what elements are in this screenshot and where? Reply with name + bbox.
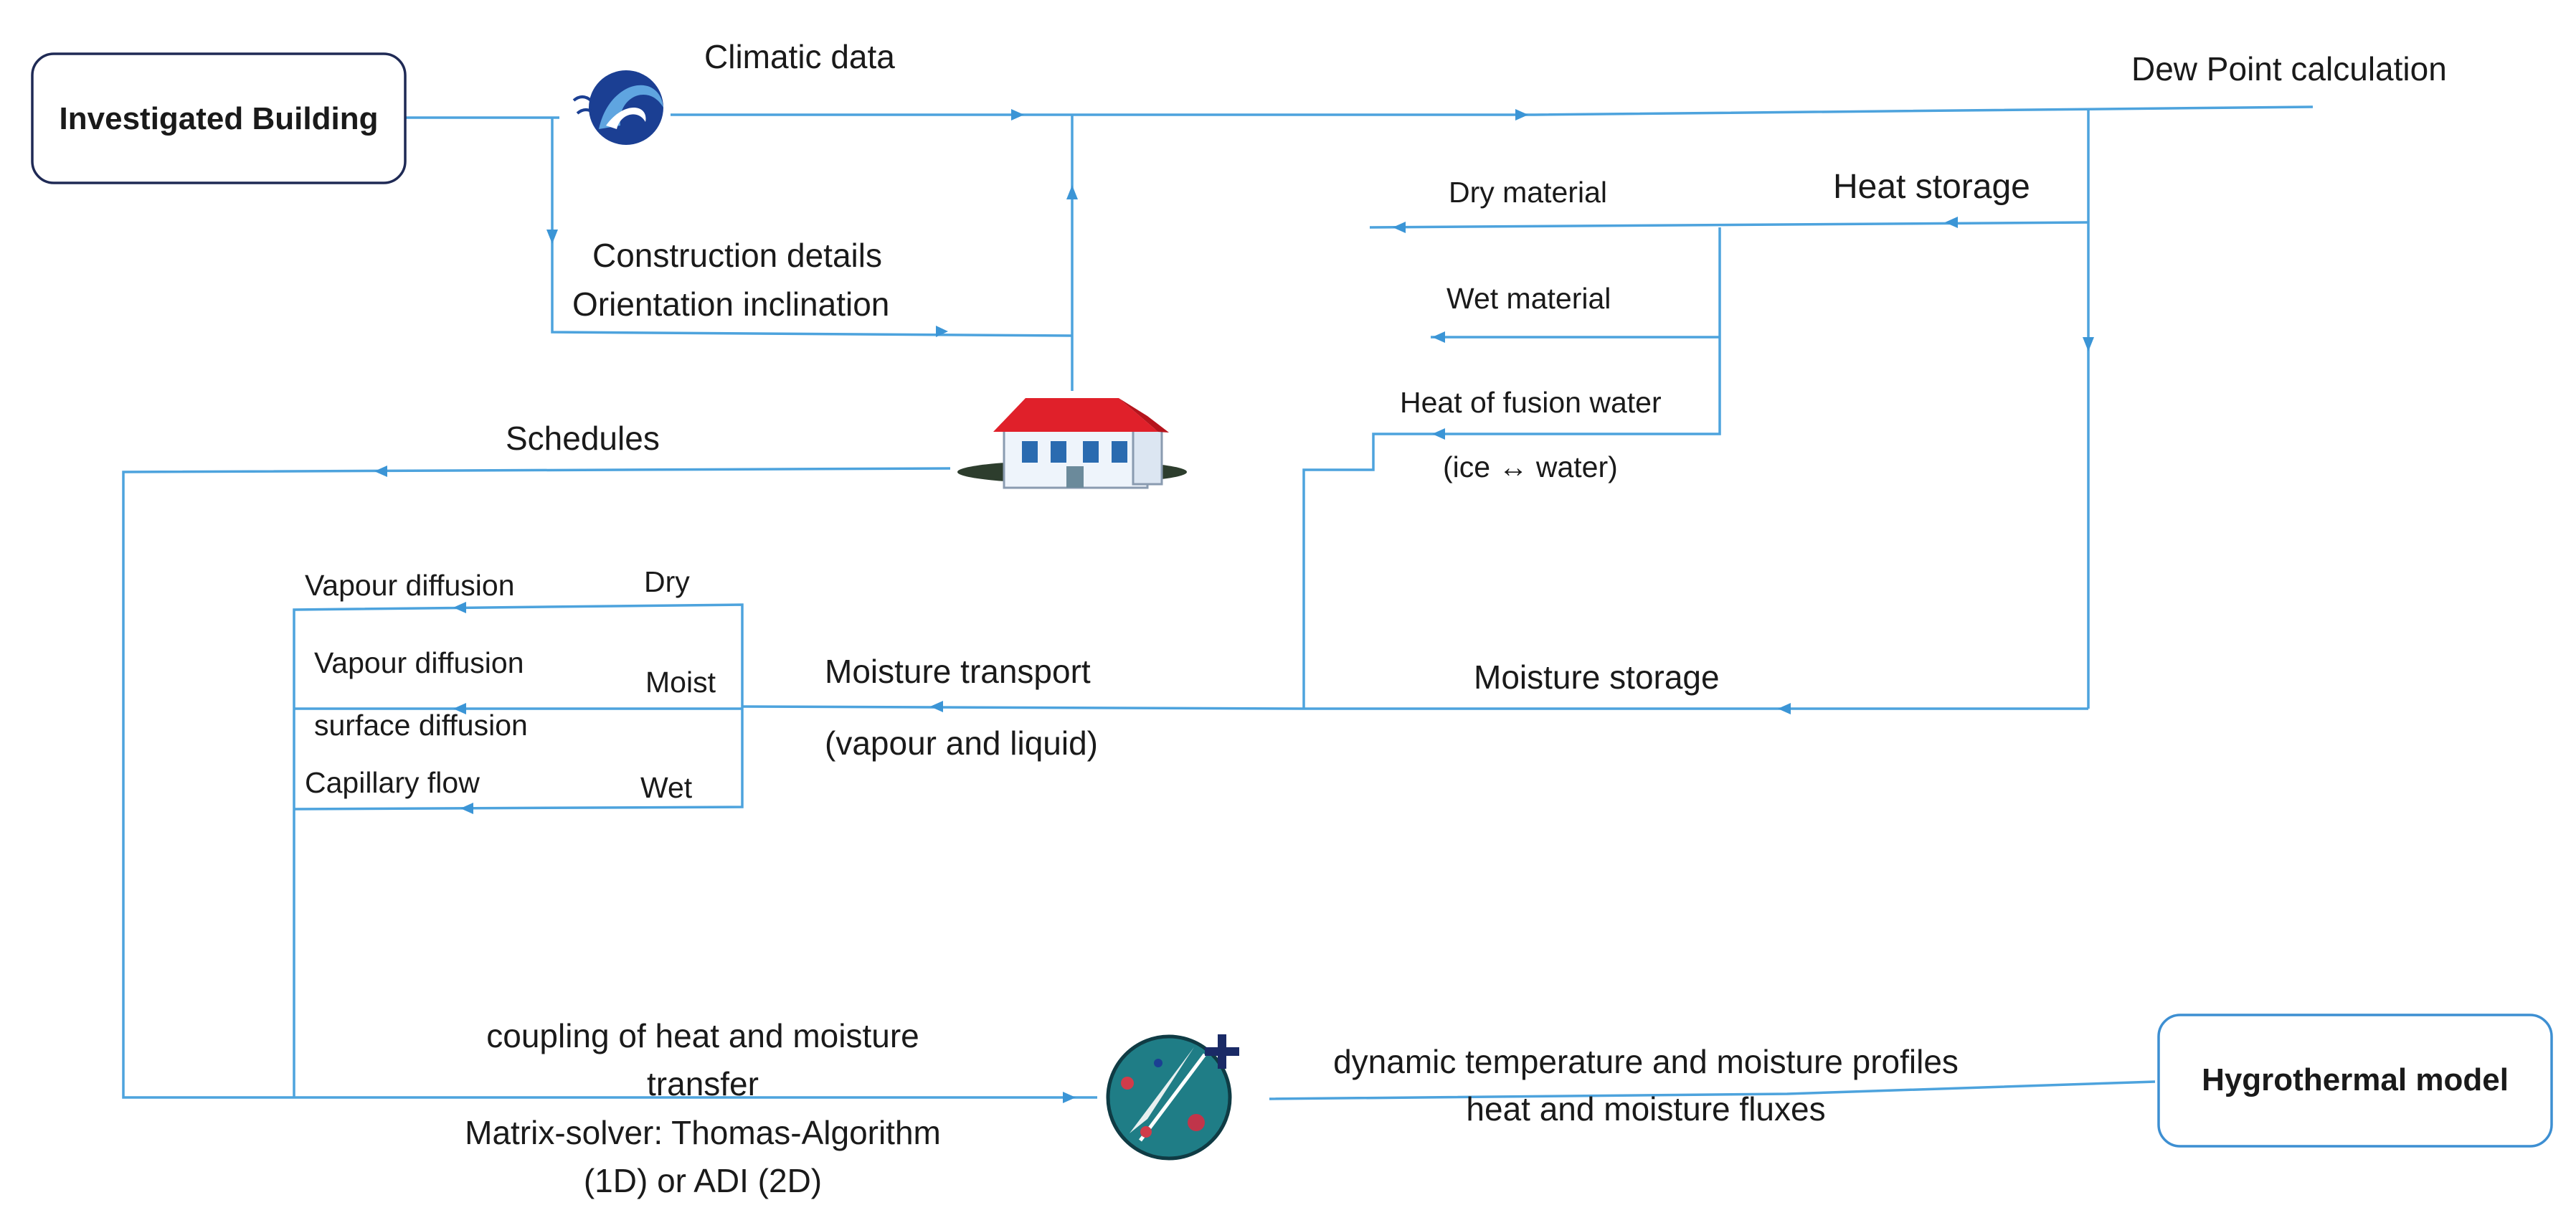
arrowhead <box>936 326 948 337</box>
label-adi: (1D) or ADI (2D) <box>584 1162 822 1199</box>
investigated-building-box: Investigated Building <box>31 52 407 184</box>
arrowhead <box>374 466 387 477</box>
label-dew-point: Dew Point calculation <box>2131 50 2447 88</box>
line-construction-branch <box>551 118 1073 337</box>
label-dry: Dry <box>644 565 690 598</box>
arrowhead <box>546 230 558 244</box>
label-dynamic-profiles: dynamic temperature and moisture profile… <box>1333 1043 1959 1080</box>
line-heat-storage <box>1369 221 2089 229</box>
arrowhead <box>1432 428 1445 440</box>
arrowhead <box>1945 217 1958 228</box>
label-wet: Wet <box>640 771 693 804</box>
arrowhead <box>453 602 466 613</box>
arrowhead <box>2083 337 2094 351</box>
label-matrix-solver: Matrix-solver: Thomas-Algorithm <box>465 1114 941 1151</box>
label-surface-diffusion: surface diffusion <box>314 709 528 742</box>
line-to-model <box>1269 1080 2156 1100</box>
arrowhead <box>1066 185 1078 199</box>
labels: Climatic data Dew Point calculation Cons… <box>305 38 2447 1199</box>
line-moisture <box>742 705 2088 710</box>
label-vapour-and-liquid: (vapour and liquid) <box>825 724 1098 762</box>
arrowhead <box>460 803 473 814</box>
arrowhead <box>1515 109 1528 121</box>
label-moist: Moist <box>645 666 716 699</box>
label-capillary-flow: Capillary flow <box>305 766 480 799</box>
line-schedules <box>122 467 1097 1099</box>
label-schedules: Schedules <box>506 420 660 457</box>
arrowhead <box>1432 331 1445 343</box>
label-fluxes: heat and moisture fluxes <box>1466 1090 1825 1128</box>
arrowhead <box>1063 1092 1076 1103</box>
house-icon <box>957 398 1187 489</box>
arrowheads <box>374 109 2094 1103</box>
label-coupling-line2: transfer <box>647 1065 759 1102</box>
arrowhead <box>930 701 943 712</box>
label-dry-material: Dry material <box>1449 176 1607 209</box>
label-ice-water: (ice ↔ water) <box>1443 450 1618 483</box>
label-heat-storage: Heat storage <box>1833 168 2030 206</box>
arrowhead <box>453 703 466 714</box>
label-vapour-diffusion-dry: Vapour diffusion <box>305 569 515 602</box>
line-top-main <box>671 105 2314 116</box>
arrowhead <box>1011 109 1024 121</box>
plus-icon <box>1205 1034 1239 1069</box>
label-moisture-storage: Moisture storage <box>1474 658 1720 696</box>
label-heat-of-fusion: Heat of fusion water <box>1400 386 1662 419</box>
label-construction-details: Construction details <box>592 237 882 274</box>
label-wet-material: Wet material <box>1446 282 1611 315</box>
climate-wave-icon <box>572 70 663 145</box>
line-material-box <box>1302 227 1721 709</box>
label-vapour-diffusion-moist: Vapour diffusion <box>314 646 524 679</box>
connectors <box>122 105 2314 1100</box>
label-orientation-inclination: Orientation inclination <box>572 285 889 323</box>
simulation-globe-icon <box>1106 1034 1232 1161</box>
investigated-building-title: Investigated Building <box>60 101 379 136</box>
label-climatic-data: Climatic data <box>704 38 895 75</box>
hygrothermal-model-box: Hygrothermal model <box>2157 1014 2553 1148</box>
arrowhead <box>1393 222 1406 233</box>
line-diffusion-box <box>293 603 744 1097</box>
hygrothermal-model-title: Hygrothermal model <box>2202 1062 2509 1097</box>
arrowhead <box>1778 703 1791 714</box>
label-moisture-transport: Moisture transport <box>825 653 1091 690</box>
label-coupling-line1: coupling of heat and moisture <box>486 1017 919 1054</box>
